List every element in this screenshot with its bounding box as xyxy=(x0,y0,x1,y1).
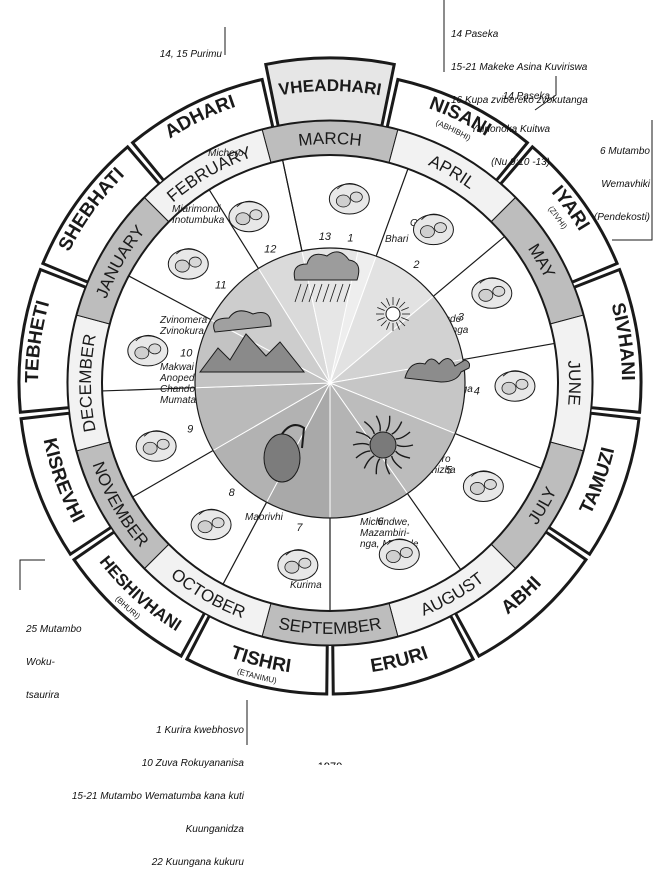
produce-number: 7 xyxy=(296,522,303,534)
produce-number: 2 xyxy=(412,259,419,271)
produce-number: 11 xyxy=(215,280,226,292)
produce-item-2: 2Gorosi xyxy=(410,213,454,271)
produce-number: 9 xyxy=(187,423,193,435)
purim-note: 14, 15 Purimu xyxy=(159,49,222,60)
produce-number: 6 xyxy=(377,516,384,528)
produce-label: Bhari xyxy=(385,234,409,245)
produce-item-12: 12 Michero xyxy=(208,148,276,256)
pentecost-note: 6 Mutambo Wemavhiki (Pendekosti) xyxy=(593,146,650,223)
plough-icon xyxy=(277,549,319,581)
hebrew-month-vheadhari: VHEADHARI xyxy=(263,56,397,128)
produce-label: Maorivhi xyxy=(245,512,284,523)
grape-cluster-icon xyxy=(494,370,536,402)
produce-number: 5 xyxy=(446,464,453,476)
produce-number: 12 xyxy=(264,244,276,256)
produce-item-13: 13 xyxy=(319,231,332,243)
gregorian-month-label: JUNE xyxy=(564,360,584,407)
season-disc xyxy=(194,247,470,519)
annotation-leader-lines xyxy=(19,0,653,745)
gregorian-month-label: DECEMBER xyxy=(76,332,100,433)
produce-number: 1 xyxy=(347,232,353,244)
gregorian-month-label: MARCH xyxy=(297,129,362,150)
produce-number: 3 xyxy=(458,311,465,323)
spring-sun-icon xyxy=(376,297,410,331)
hebrew-month-label: VHEADHARI xyxy=(277,76,382,99)
mountains-storm-icon xyxy=(199,310,306,373)
gregorian-month-march: MARCH xyxy=(261,120,399,164)
produce-number: 13 xyxy=(319,231,332,243)
passover-note: 14 Paseka 15-21 Makeke Asina Kuviriswa 1… xyxy=(451,29,588,106)
autumn-gourd-icon xyxy=(263,424,306,483)
produce-label: Kurima xyxy=(290,580,322,591)
camel-icon xyxy=(404,358,470,383)
fruit-basket-icon xyxy=(462,470,504,502)
footer-text: 1970 xyxy=(318,761,342,765)
figs-icon xyxy=(471,277,513,309)
olive-branch-icon xyxy=(190,508,232,541)
hebrew-month-tishri: TISHRI(ETANIMU) xyxy=(184,613,329,696)
produce-number: 10 xyxy=(180,347,193,359)
produce-number: 4 xyxy=(474,386,480,398)
gregorian-month-september: SEPTEMBER xyxy=(261,602,399,646)
gregorian-month-december: DECEMBER xyxy=(67,314,111,452)
summer-sun-icon xyxy=(352,415,414,475)
dates-grapes-icon xyxy=(378,538,420,571)
plants-icon xyxy=(127,334,169,367)
produce-number: 8 xyxy=(229,487,236,499)
hebrew-calendar-wheel: VHEADHARINISANI(ABHIBHI)IYARI(ZIVHI)SIVH… xyxy=(17,0,653,765)
barley-icon xyxy=(328,183,370,215)
wheat-sheaves-icon xyxy=(412,213,454,246)
almond-blossom-icon xyxy=(167,248,209,280)
hebrew-month-sivhani: SIVHANI xyxy=(571,267,643,414)
tishri-feasts-note: 1 Kurira kwebhosvo 10 Zuva Rokuyananisa … xyxy=(71,725,244,868)
rain-cloud-icon xyxy=(293,251,360,303)
hebrew-month-tebheti: TEBHETI xyxy=(17,267,89,414)
hebrew-month-ring: VHEADHARINISANI(ABHIBHI)IYARI(ZIVHI)SIVH… xyxy=(17,56,643,696)
produce-label: Michero xyxy=(208,148,244,159)
dedication-note: 25 Mutambo Woku- tsaurira xyxy=(26,624,82,701)
sheep-icon xyxy=(135,430,177,462)
second-passover-note: 14 Paseka Yainonoka Kuitwa (Nu 9:10 -13) xyxy=(470,91,550,168)
produce-item-1: 1 Bhari xyxy=(328,183,409,245)
citrus-icon xyxy=(228,200,270,233)
